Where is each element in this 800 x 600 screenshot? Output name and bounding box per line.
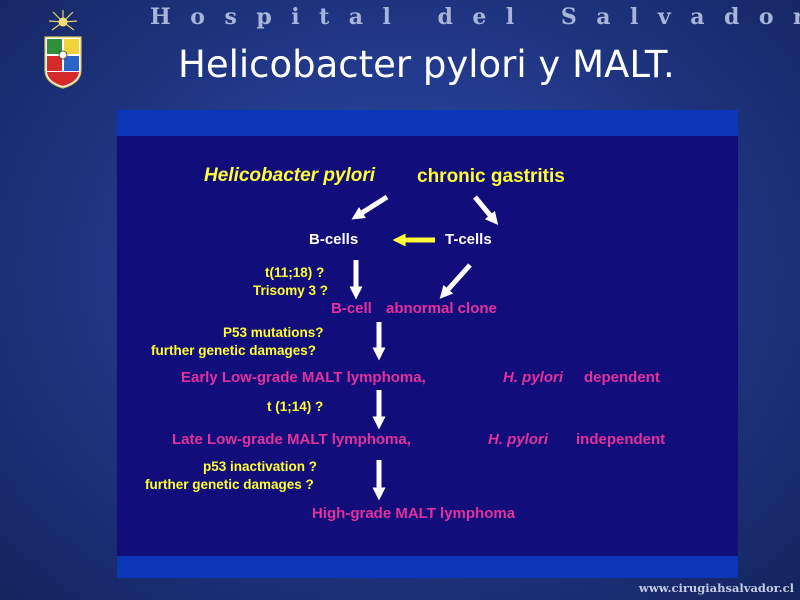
bottom-band: [117, 556, 738, 578]
website-url: www.cirugiahsalvador.cl: [638, 581, 794, 595]
independent-label: independent: [576, 431, 666, 448]
arrow-gastritis-to-bcells: [351, 194, 389, 220]
t114-label: t (1;14) ?: [267, 399, 324, 414]
t1118-label: t(11;18) ?: [265, 265, 325, 280]
hospital-name: Hospital del Salvador: [150, 4, 800, 30]
arrow-tcells-to-clone: [439, 263, 472, 299]
top-band: [117, 110, 738, 136]
p53-mutations-label: P53 mutations?: [223, 325, 324, 340]
p53-inactivation-label: p53 inactivation ?: [203, 459, 318, 474]
further-damages-1: further genetic damages?: [151, 343, 317, 358]
arrow-gastritis-to-tcells: [473, 195, 499, 226]
late-lowgrade-label: Late Low-grade MALT lymphoma,: [172, 431, 411, 448]
trisomy-label: Trisomy 3 ?: [253, 283, 329, 298]
diagram-arrows: [349, 194, 499, 501]
tcells-label: T-cells: [445, 231, 492, 248]
early-lowgrade-label: Early Low-grade MALT lymphoma,: [181, 369, 426, 386]
further-damages-2: further genetic damages ?: [145, 477, 314, 492]
abnormal-clone-label: abnormal clone: [386, 300, 497, 317]
slide-title: Helicobacter pylori y MALT.: [178, 43, 675, 86]
root-rest: chronic gastritis: [417, 166, 565, 187]
university-crest-icon: [44, 10, 82, 89]
highgrade-label: High-grade MALT lymphoma: [312, 505, 516, 522]
hp-independent-italic: H. pylori: [488, 431, 549, 448]
dependent-label: dependent: [584, 369, 660, 386]
bcell-label: B-cell: [331, 300, 372, 317]
hp-dependent-italic: H. pylori: [503, 369, 564, 386]
bcells-label: B-cells: [309, 231, 359, 248]
diagram-panel: Helicobacter pylori chronic gastritis B-…: [117, 110, 738, 578]
root-italic: Helicobacter pylori: [204, 165, 376, 186]
